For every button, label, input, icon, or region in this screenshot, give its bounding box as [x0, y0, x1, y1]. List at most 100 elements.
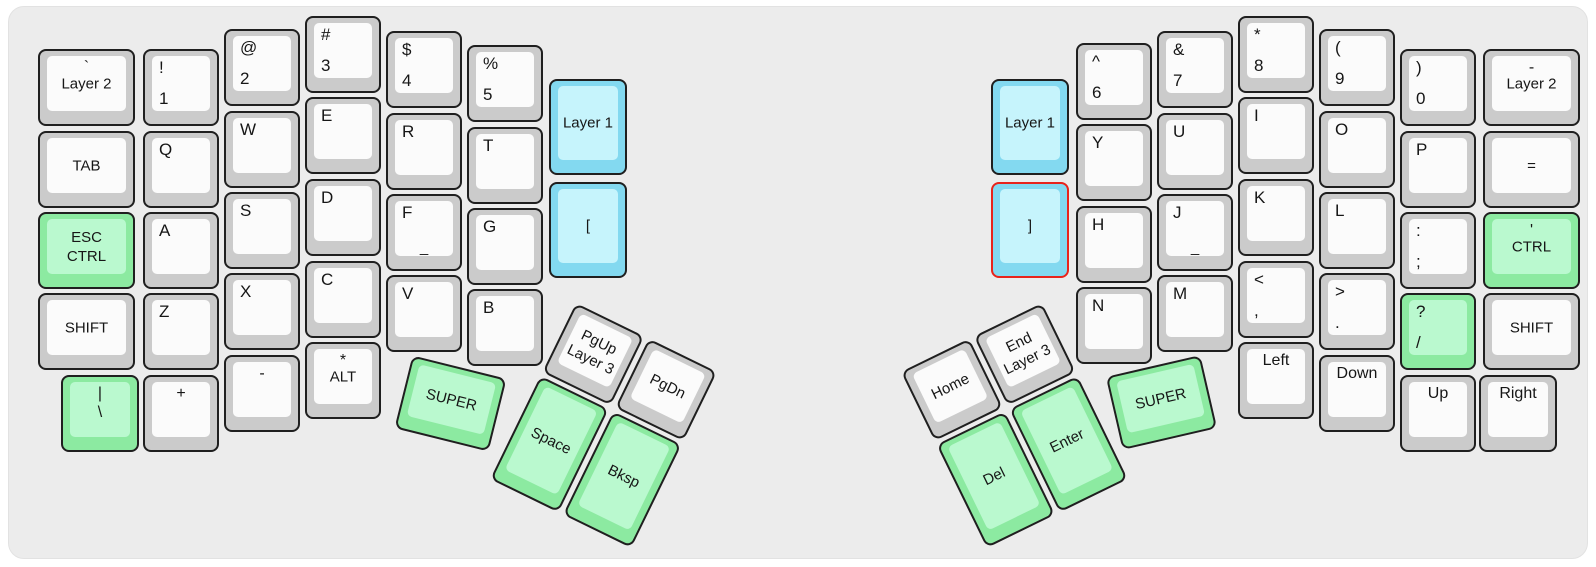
- key-i[interactable]: I: [1238, 97, 1314, 174]
- key-u[interactable]: U: [1157, 113, 1233, 190]
- key-percent-5[interactable]: %5: [467, 45, 543, 122]
- keycap-face: B: [476, 296, 534, 351]
- keycap-face: H: [1085, 213, 1143, 268]
- key-arrow-right[interactable]: Right: [1479, 375, 1557, 452]
- key-rbracket[interactable]: ]: [991, 182, 1069, 278]
- key-plus[interactable]: +: [143, 375, 219, 452]
- key-label-line: ]: [1027, 217, 1033, 235]
- key-f[interactable]: F_: [386, 194, 462, 271]
- key-w[interactable]: W: [224, 111, 300, 188]
- key-asterisk-alt[interactable]: *ALT: [305, 342, 381, 419]
- key-label: G: [483, 217, 497, 236]
- key-dollar-4[interactable]: $4: [386, 31, 462, 108]
- key-label: .: [1335, 313, 1340, 332]
- key-label-line: SUPER: [1133, 384, 1188, 413]
- key-at-2[interactable]: @2: [224, 29, 300, 106]
- key-label: Layer 2: [1492, 74, 1571, 93]
- key-t[interactable]: T: [467, 127, 543, 204]
- key-j[interactable]: J_: [1157, 194, 1233, 271]
- key-asterisk-8[interactable]: *8: [1238, 16, 1314, 93]
- key-label: 6: [1092, 83, 1102, 102]
- key-label: D: [321, 188, 334, 207]
- key-gt-period[interactable]: >.: [1319, 273, 1395, 350]
- key-label-line: SHIFT: [64, 319, 109, 336]
- key-label: 8: [1254, 56, 1264, 75]
- key-amp-7[interactable]: &7: [1157, 31, 1233, 108]
- keycap-face: :;: [1409, 219, 1467, 274]
- key-shift-right[interactable]: SHIFT: [1483, 293, 1580, 370]
- key-z[interactable]: Z: [143, 293, 219, 370]
- key-x[interactable]: X: [224, 273, 300, 350]
- key-l[interactable]: L: [1319, 192, 1395, 269]
- key-q[interactable]: Q: [143, 131, 219, 208]
- key-label-line: Layer 1: [1004, 114, 1056, 132]
- key-pipe-backslash[interactable]: |\: [61, 375, 139, 452]
- key-super-right[interactable]: SUPER: [1105, 355, 1218, 450]
- key-label: !: [159, 58, 164, 77]
- key-tab[interactable]: TAB: [38, 131, 135, 208]
- key-c[interactable]: C: [305, 261, 381, 338]
- key-n[interactable]: N: [1076, 287, 1152, 364]
- key-label-line: -: [1528, 59, 1535, 76]
- key-g[interactable]: G: [467, 208, 543, 285]
- key-minus-layer2[interactable]: -Layer 2: [1483, 49, 1580, 126]
- key-k[interactable]: K: [1238, 179, 1314, 256]
- key-p[interactable]: P: [1400, 131, 1476, 208]
- key-r[interactable]: R: [386, 113, 462, 190]
- key-minus-left[interactable]: -: [224, 355, 300, 432]
- key-layer1-left[interactable]: Layer 1: [549, 79, 627, 175]
- key-label: _: [419, 239, 429, 256]
- key-label-line: ': [1529, 222, 1534, 239]
- key-label-line: Home: [928, 369, 972, 403]
- key-y[interactable]: Y: [1076, 124, 1152, 201]
- keycap-face: )0: [1409, 56, 1467, 111]
- key-label-line: CTRL: [66, 247, 107, 265]
- key-a[interactable]: A: [143, 212, 219, 289]
- keycap-face: <,: [1247, 268, 1305, 323]
- key-colon-semicolon[interactable]: :;: [1400, 212, 1476, 289]
- key-layer1-right[interactable]: Layer 1: [991, 79, 1069, 175]
- key-grave-layer2[interactable]: `Layer 2: [38, 49, 135, 126]
- key-exclam-1[interactable]: !1: [143, 49, 219, 126]
- key-o[interactable]: O: [1319, 111, 1395, 188]
- key-caret-6[interactable]: ^6: [1076, 43, 1152, 120]
- key-d[interactable]: D: [305, 179, 381, 256]
- key-lbracket[interactable]: [: [549, 182, 627, 278]
- key-e[interactable]: E: [305, 97, 381, 174]
- keycap-face: TAB: [47, 138, 126, 193]
- key-label: Layer 1: [1000, 114, 1060, 133]
- key-arrow-up[interactable]: Up: [1400, 375, 1476, 452]
- key-super-left[interactable]: SUPER: [394, 355, 507, 452]
- key-label-line: Layer 2: [61, 75, 112, 92]
- key-question-slash[interactable]: ?/: [1400, 293, 1476, 370]
- key-label: B: [483, 298, 495, 317]
- key-s[interactable]: S: [224, 192, 300, 269]
- key-b[interactable]: B: [467, 289, 543, 366]
- key-m[interactable]: M: [1157, 275, 1233, 352]
- key-v[interactable]: V: [386, 275, 462, 352]
- key-lt-comma[interactable]: <,: [1238, 261, 1314, 338]
- key-label-line: SUPER: [424, 385, 479, 415]
- key-rparen-0[interactable]: )0: [1400, 49, 1476, 126]
- key-label: Bksp: [594, 455, 654, 498]
- key-label: ): [1416, 58, 1422, 77]
- key-hash-3[interactable]: #3: [305, 16, 381, 93]
- key-label: _: [1190, 239, 1200, 256]
- key-label-line: Enter: [1046, 425, 1087, 457]
- keycap-face: +: [152, 382, 210, 437]
- keycap-face: SUPER: [1116, 363, 1206, 434]
- key-lparen-9[interactable]: (9: [1319, 29, 1395, 106]
- key-shift-left[interactable]: SHIFT: [38, 293, 135, 370]
- key-label-line: Bksp: [605, 461, 643, 492]
- key-label: U: [1173, 122, 1186, 141]
- key-equals[interactable]: =: [1483, 131, 1580, 208]
- key-arrow-down[interactable]: Down: [1319, 355, 1395, 432]
- keycap-face: F_: [395, 201, 453, 256]
- key-quote-ctrl[interactable]: 'CTRL: [1483, 212, 1580, 289]
- key-arrow-left[interactable]: Left: [1238, 342, 1314, 419]
- key-h[interactable]: H: [1076, 206, 1152, 283]
